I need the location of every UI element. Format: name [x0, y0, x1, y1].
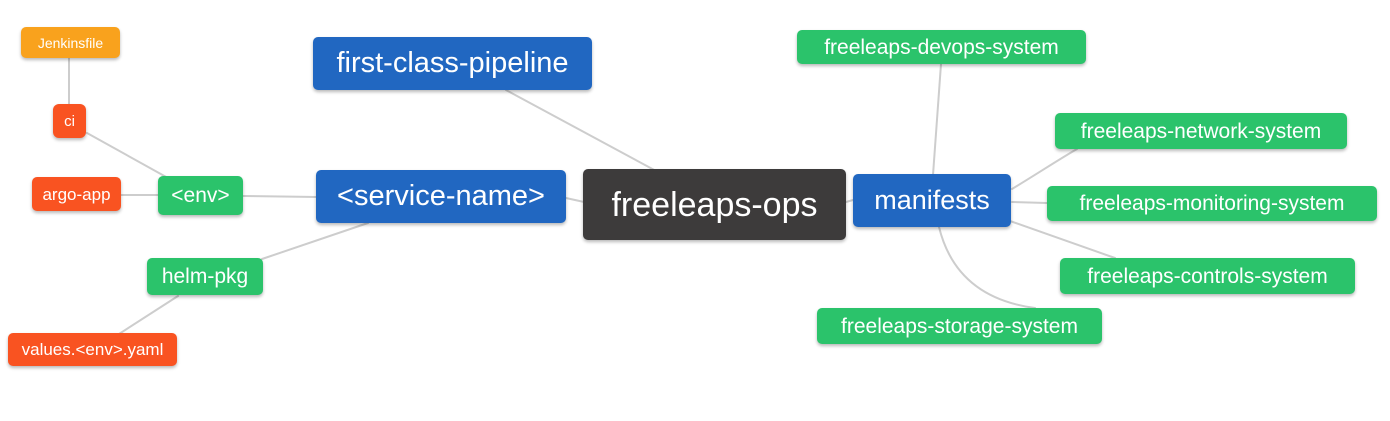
edge-manifests-network	[1011, 148, 1078, 190]
node-freeleaps-storage-system[interactable]: freeleaps-storage-system	[817, 308, 1102, 344]
node-helm-pkg[interactable]: helm-pkg	[147, 258, 263, 295]
edge-ops-manifests	[845, 199, 854, 203]
node-freeleaps-network-system[interactable]: freeleaps-network-system	[1055, 113, 1347, 149]
edge-manifests-storage	[938, 226, 1036, 309]
edge-values-helmpkg	[118, 295, 179, 335]
node-service-name[interactable]: <service-name>	[316, 170, 566, 223]
node-freeleaps-devops-system[interactable]: freeleaps-devops-system	[797, 30, 1086, 64]
node-argo-app[interactable]: argo-app	[32, 177, 121, 211]
edge-ci-env	[86, 132, 169, 179]
edge-pipeline-ops	[505, 89, 659, 173]
edge-env-servicename	[242, 195, 318, 198]
node-freeleaps-monitoring-system[interactable]: freeleaps-monitoring-system	[1047, 186, 1377, 221]
node-freeleaps-ops[interactable]: freeleaps-ops	[583, 169, 846, 240]
edge-servicename-ops	[565, 197, 585, 203]
node-ci[interactable]: ci	[53, 104, 86, 138]
node-first-class-pipeline[interactable]: first-class-pipeline	[313, 37, 592, 90]
edge-manifests-devops	[932, 63, 942, 176]
node-jenkinsfile[interactable]: Jenkinsfile	[21, 27, 120, 58]
node-env[interactable]: <env>	[158, 176, 243, 215]
node-manifests[interactable]: manifests	[853, 174, 1011, 227]
node-values-env-yaml[interactable]: values.<env>.yaml	[8, 333, 177, 366]
edge-manifests-monitoring	[1011, 201, 1048, 204]
edge-manifests-controls	[1009, 220, 1116, 259]
edge-helmpkg-servicename	[261, 222, 369, 260]
node-freeleaps-controls-system[interactable]: freeleaps-controls-system	[1060, 258, 1355, 294]
